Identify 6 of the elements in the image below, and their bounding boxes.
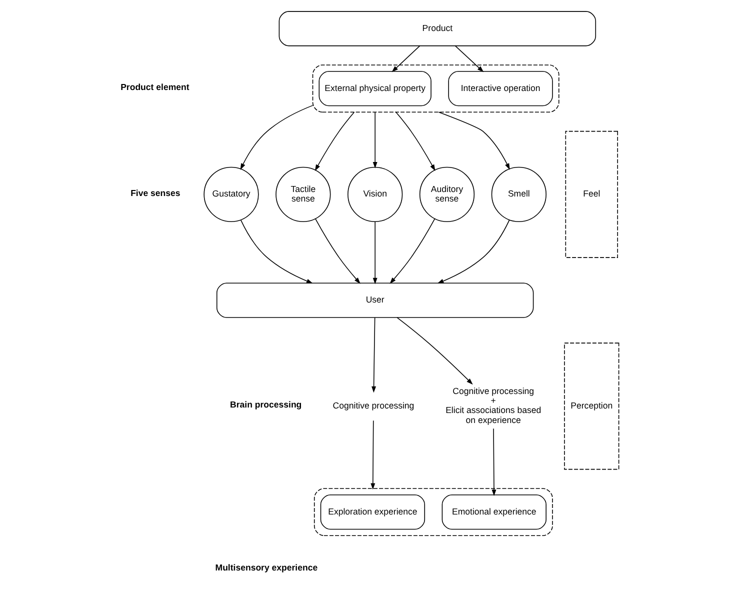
node-text: Cognitive processing + Elicit associations based on experience [445, 386, 541, 425]
node-text: Cognitive processing [332, 400, 414, 410]
label: Multisensory experience [214, 562, 318, 573]
label: Brain processing [230, 400, 302, 410]
label: Five senses [130, 188, 180, 198]
label: Product element [120, 82, 189, 92]
